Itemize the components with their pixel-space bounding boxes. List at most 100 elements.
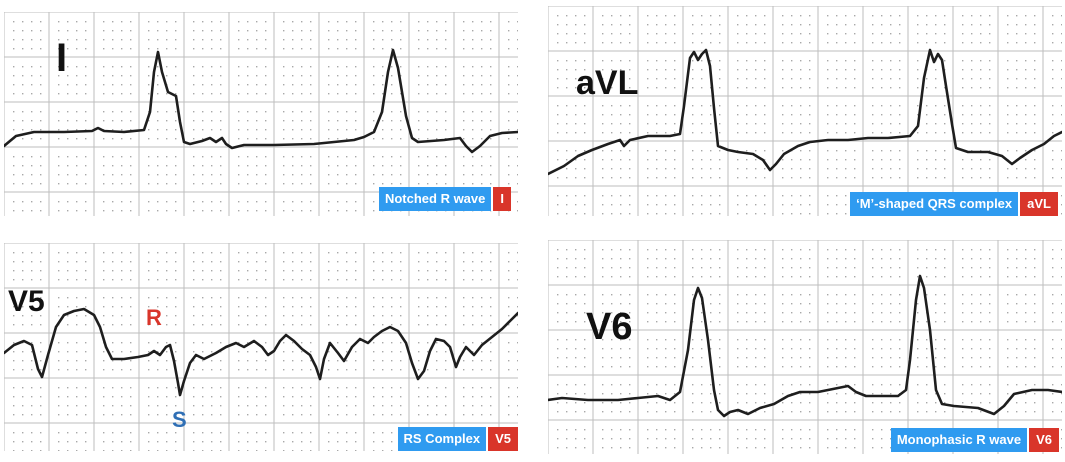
grid-dot: [436, 351, 438, 353]
grid-dot: [746, 447, 748, 449]
grid-dot: [22, 270, 24, 272]
grid-dot: [584, 24, 586, 26]
grid-dot: [935, 402, 937, 404]
grid-dot: [292, 270, 294, 272]
grid-dot: [854, 384, 856, 386]
grid-dot: [445, 84, 447, 86]
grid-dot: [737, 87, 739, 89]
grid-dot: [328, 324, 330, 326]
grid-dot: [13, 441, 15, 443]
grid-dot: [211, 174, 213, 176]
grid-dot: [584, 348, 586, 350]
grid-dot: [220, 342, 222, 344]
grid-dot: [755, 267, 757, 269]
grid-dot: [620, 15, 622, 17]
grid-dot: [85, 342, 87, 344]
grid-dot: [665, 276, 667, 278]
grid-dot: [256, 441, 258, 443]
grid-dot: [971, 303, 973, 305]
grid-dot: [247, 201, 249, 203]
grid-dot: [926, 411, 928, 413]
grid-dot: [611, 105, 613, 107]
grid-dot: [31, 129, 33, 131]
grid-dot: [557, 150, 559, 152]
grid-dot: [517, 324, 518, 326]
grid-dot: [22, 387, 24, 389]
grid-dot: [656, 69, 658, 71]
grid-dot: [746, 312, 748, 314]
grid-dot: [472, 75, 474, 77]
grid-dot: [755, 438, 757, 440]
grid-dot: [328, 387, 330, 389]
grid-dot: [764, 366, 766, 368]
grid-dot: [166, 210, 168, 212]
grid-dot: [557, 87, 559, 89]
grid-dot: [391, 441, 393, 443]
grid-dot: [1052, 69, 1054, 71]
grid-dot: [890, 357, 892, 359]
grid-dot: [935, 42, 937, 44]
grid-dot: [845, 294, 847, 296]
grid-dot: [611, 429, 613, 431]
grid-dot: [809, 339, 811, 341]
grid-dot: [103, 405, 105, 407]
grid-dot: [337, 21, 339, 23]
grid-dot: [463, 66, 465, 68]
grid-dot: [620, 213, 622, 215]
grid-dot: [202, 156, 204, 158]
grid-dot: [980, 33, 982, 35]
grid-dot: [76, 369, 78, 371]
grid-dot: [566, 303, 568, 305]
grid-dot: [629, 411, 631, 413]
caption-rs-complex: RS Complex: [397, 427, 487, 451]
grid-dot: [211, 315, 213, 317]
grid-dot: [629, 303, 631, 305]
grid-dot: [701, 177, 703, 179]
grid-dot: [917, 348, 919, 350]
grid-dot: [193, 201, 195, 203]
grid-dot: [211, 183, 213, 185]
grid-dot: [445, 387, 447, 389]
grid-dot: [737, 276, 739, 278]
grid-dot: [800, 15, 802, 17]
grid-dot: [130, 174, 132, 176]
grid-dot: [692, 42, 694, 44]
grid-dot: [980, 132, 982, 134]
grid-dot: [692, 60, 694, 62]
grid-dot: [611, 33, 613, 35]
grid-dot: [373, 369, 375, 371]
grid-dot: [472, 387, 474, 389]
grid-dot: [764, 276, 766, 278]
grid-dot: [845, 69, 847, 71]
grid-dot: [265, 75, 267, 77]
grid-dot: [85, 441, 87, 443]
grid-dot: [656, 339, 658, 341]
grid-dot: [845, 132, 847, 134]
grid-dot: [85, 360, 87, 362]
grid-dot: [445, 66, 447, 68]
grid-dot: [692, 294, 694, 296]
grid-dot: [800, 429, 802, 431]
grid-dot: [1025, 267, 1027, 269]
grid-dot: [292, 48, 294, 50]
grid-dot: [746, 303, 748, 305]
grid-dot: [782, 150, 784, 152]
grid-dot: [211, 21, 213, 23]
grid-dot: [328, 342, 330, 344]
grid-dot: [220, 324, 222, 326]
grid-dot: [283, 93, 285, 95]
grid-dot: [346, 39, 348, 41]
grid-dot: [157, 21, 159, 23]
grid-dot: [121, 324, 123, 326]
grid-dot: [265, 210, 267, 212]
grid-dot: [58, 369, 60, 371]
grid-dot: [490, 324, 492, 326]
grid-dot: [926, 348, 928, 350]
grid-dot: [22, 414, 24, 416]
grid-dot: [962, 24, 964, 26]
grid-dot: [602, 366, 604, 368]
grid-dot: [989, 114, 991, 116]
grid-dot: [400, 279, 402, 281]
grid-dot: [355, 174, 357, 176]
grid-dot: [40, 351, 42, 353]
